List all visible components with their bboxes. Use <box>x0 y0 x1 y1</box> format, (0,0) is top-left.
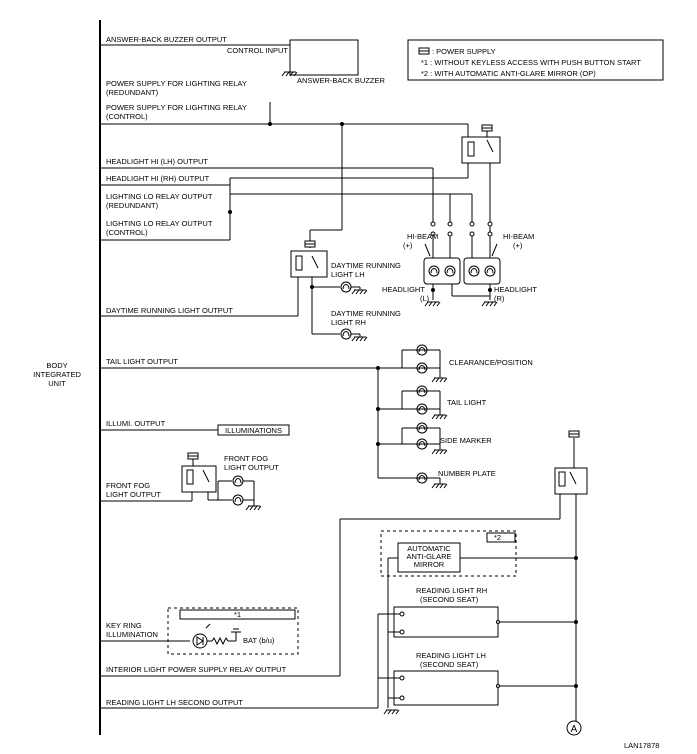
drl-lh-lamp <box>340 281 352 293</box>
label-read-lh-1: READING LIGHT LH <box>416 651 486 660</box>
label-drl-rh-2: LIGHT RH <box>331 318 366 327</box>
label-hibeam-l-sign: (+) <box>403 241 413 250</box>
label-fog-1: FRONT FOG <box>106 481 150 490</box>
legend-note-2: *2 : WITH AUTOMATIC ANTI-GLARE MIRROR (O… <box>421 69 596 78</box>
label-hibeam-l: HI-BEAM <box>407 232 438 241</box>
headlight-relay <box>461 124 501 164</box>
unit-label-1: BODY <box>46 361 67 370</box>
drl-rh-lamp <box>340 328 352 340</box>
label-fog-lamp-1: FRONT FOG <box>224 454 268 463</box>
legend: : POWER SUPPLY *1 : WITHOUT KEYLESS ACCE… <box>407 39 664 81</box>
connector-a <box>566 720 582 736</box>
label-star1: *1 <box>234 610 241 619</box>
label-lo-redundant-2: (REDUNDANT) <box>106 201 159 210</box>
anti-glare-mirror: *2 AUTOMATIC ANTI-GLARE MIRROR <box>380 530 517 577</box>
fuse-icon <box>418 47 430 55</box>
label-drl-rh-1: DAYTIME RUNNING <box>331 309 401 318</box>
label-headlight-r-side: (R) <box>494 294 505 303</box>
reading-light-lh <box>393 670 499 706</box>
buzzer-box <box>289 39 359 76</box>
label-lo-control-2: (CONTROL) <box>106 228 148 237</box>
label-hi-rh: HEADLIGHT HI (RH) OUTPUT <box>106 174 210 183</box>
label-star2: *2 <box>494 533 501 542</box>
label-ps-control-2: (CONTROL) <box>106 112 148 121</box>
label-read-lh-2: (SECOND SEAT) <box>420 660 479 669</box>
label-headlight-r: HEADLIGHT <box>494 285 537 294</box>
label-headlight-l-side: (L) <box>420 294 430 303</box>
label-side-marker: SIDE MARKER <box>440 436 492 445</box>
label-hi-lh: HEADLIGHT HI (LH) OUTPUT <box>106 157 208 166</box>
label-headlight-l: HEADLIGHT <box>382 285 425 294</box>
label-clearance: CLEARANCE/POSITION <box>449 358 533 367</box>
resistor-icon <box>211 636 229 646</box>
reading-light-rh <box>393 606 499 638</box>
label-read-rh-1: READING LIGHT RH <box>416 586 487 595</box>
label-control-input: CONTROL INPUT <box>227 46 288 55</box>
interior-relay <box>554 430 588 495</box>
label-tail-output: TAIL LIGHT OUTPUT <box>106 357 178 366</box>
label-key-2: ILLUMINATION <box>106 630 158 639</box>
label-ps-redundant-1: POWER SUPPLY FOR LIGHTING RELAY <box>106 79 247 88</box>
label-reading-output: READING LIGHT LH SECOND OUTPUT <box>106 698 243 707</box>
unit-label-2: INTEGRATED <box>33 370 81 379</box>
label-answer-back-output: ANSWER-BACK BUZZER OUTPUT <box>106 35 227 44</box>
label-illumi-output: ILLUMI. OUTPUT <box>106 419 166 428</box>
label-drl-lh-2: LIGHT LH <box>331 270 365 279</box>
legend-note-1: *1 : WITHOUT KEYLESS ACCESS WITH PUSH BU… <box>421 58 641 67</box>
label-hibeam-r-sign: (+) <box>513 241 523 250</box>
label-mirror-1: AUTOMATIC <box>407 544 451 553</box>
label-drl-lh-1: DAYTIME RUNNING <box>331 261 401 270</box>
label-connector-a: A <box>571 724 578 735</box>
label-buzzer: ANSWER-BACK BUZZER <box>297 76 386 85</box>
fog-relay <box>181 452 217 493</box>
label-lo-redundant-1: LIGHTING LO RELAY OUTPUT <box>106 192 213 201</box>
label-lo-control-1: LIGHTING LO RELAY OUTPUT <box>106 219 213 228</box>
label-read-rh-2: (SECOND SEAT) <box>420 595 479 604</box>
label-ps-control-1: POWER SUPPLY FOR LIGHTING RELAY <box>106 103 247 112</box>
label-mirror-2: ANTI-GLARE <box>406 552 451 561</box>
headlamp-right <box>463 257 501 285</box>
illuminations-box <box>217 424 290 436</box>
label-fog-lamp-2: LIGHT OUTPUT <box>224 463 279 472</box>
headlamp-left <box>423 257 461 285</box>
label-mirror-3: MIRROR <box>414 560 445 569</box>
label-interior-output: INTERIOR LIGHT POWER SUPPLY RELAY OUTPUT <box>106 665 287 674</box>
label-key-1: KEY RING <box>106 621 142 630</box>
label-bat: BAT (b/u) <box>243 636 275 645</box>
label-fog-2: LIGHT OUTPUT <box>106 490 161 499</box>
label-tail-light: TAIL LIGHT <box>447 398 487 407</box>
label-illuminations: ILLUMINATIONS <box>225 426 282 435</box>
figure-id: LAN17878 <box>624 741 659 750</box>
headlight-contacts <box>430 193 493 237</box>
key-ring-led <box>192 633 208 649</box>
unit-label-3: UNIT <box>48 379 66 388</box>
label-drl-output: DAYTIME RUNNING LIGHT OUTPUT <box>106 306 233 315</box>
drl-relay <box>290 240 328 278</box>
label-hibeam-r: HI-BEAM <box>503 232 534 241</box>
label-ps-redundant-2: (REDUNDANT) <box>106 88 159 97</box>
legend-power: : POWER SUPPLY <box>432 47 496 56</box>
label-number-plate: NUMBER PLATE <box>438 469 496 478</box>
